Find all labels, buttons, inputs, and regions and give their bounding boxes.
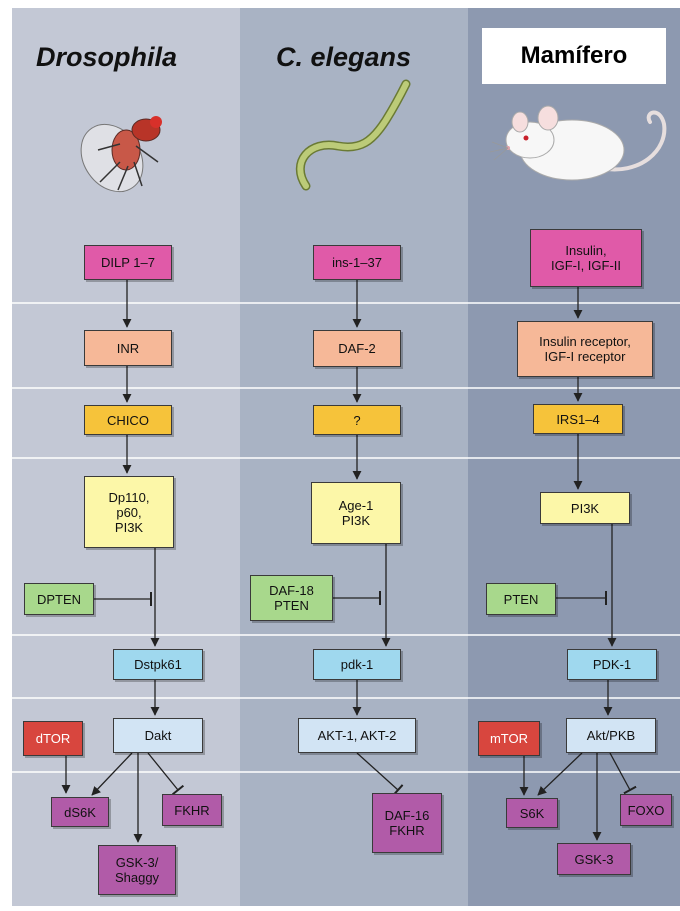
mammal-pten-box: PTEN <box>486 583 556 615</box>
mammal-fox-box: FOXO <box>620 794 672 826</box>
mammal-ligand-box: Insulin, IGF-I, IGF-II <box>530 229 642 287</box>
elegans-akt-box: AKT-1, AKT-2 <box>298 718 416 753</box>
drosophila-akt-box: Dakt <box>113 718 203 753</box>
drosophila-ligand-box: DILP 1–7 <box>84 245 172 280</box>
drosophila-pi3k-box: Dp110, p60, PI3K <box>84 476 174 548</box>
drosophila-receptor-box: INR <box>84 330 172 366</box>
drosophila-column-title: Drosophila <box>36 42 177 73</box>
mammal-tor-box: mTOR <box>478 721 540 756</box>
mammal-s6k-box: S6K <box>506 798 558 828</box>
mammal-pi3k-box: PI3K <box>540 492 630 524</box>
drosophila-tor-box: dTOR <box>23 721 83 756</box>
mammal-pdk-box: PDK-1 <box>567 649 657 680</box>
elegans-ligand-box: ins-1–37 <box>313 245 401 280</box>
elegans-fox-box: DAF-16 FKHR <box>372 793 442 853</box>
mammal-adaptor-box: IRS1–4 <box>533 404 623 434</box>
drosophila-s6k-box: dS6K <box>51 797 109 827</box>
mammal-receptor-box: Insulin receptor, IGF-I receptor <box>517 321 653 377</box>
drosophila-gsk-box: GSK-3/ Shaggy <box>98 845 176 895</box>
mammal-akt-box: Akt/PKB <box>566 718 656 753</box>
elegans-adaptor-box: ? <box>313 405 401 435</box>
elegans-pten-box: DAF-18 PTEN <box>250 575 333 621</box>
elegans-receptor-box: DAF-2 <box>313 330 401 367</box>
elegans-pdk-box: pdk-1 <box>313 649 401 680</box>
mammal-column-title: Mamífero <box>482 28 666 84</box>
elegans-column-title: C. elegans <box>276 42 411 73</box>
drosophila-adaptor-box: CHICO <box>84 405 172 435</box>
mammal-gsk-box: GSK-3 <box>557 843 631 875</box>
drosophila-fox-box: FKHR <box>162 794 222 826</box>
elegans-pi3k-box: Age-1 PI3K <box>311 482 401 544</box>
drosophila-pten-box: DPTEN <box>24 583 94 615</box>
drosophila-pdk-box: Dstpk61 <box>113 649 203 680</box>
